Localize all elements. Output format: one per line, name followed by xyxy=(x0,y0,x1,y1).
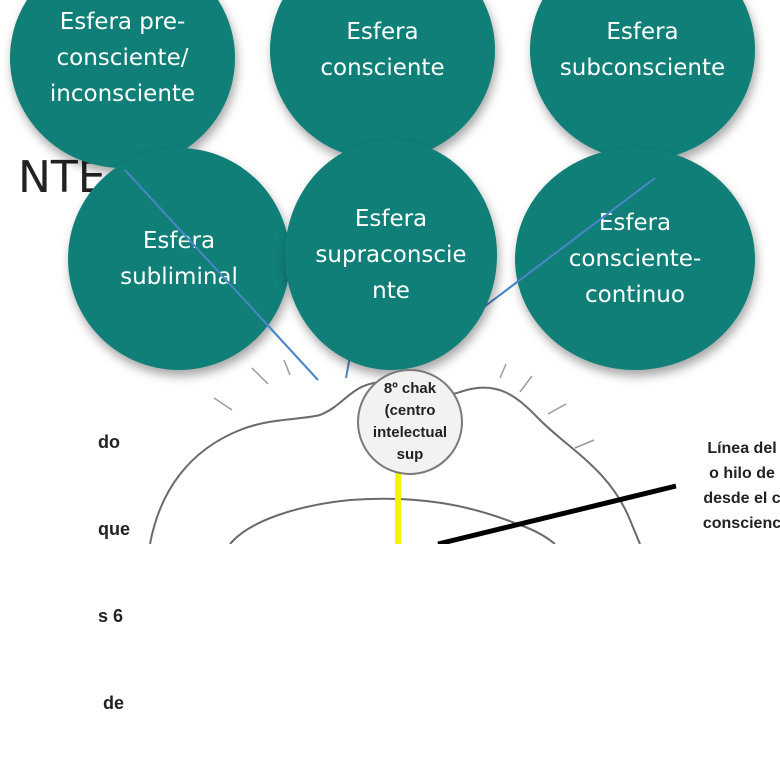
diagram-stage: NTE Esfera pre- consciente/ inconsciente… xyxy=(10,0,780,713)
sphere-line: Esfera xyxy=(606,19,679,45)
chakra-line: (centro xyxy=(384,402,436,419)
sphere-line: nte xyxy=(372,278,410,304)
sphere-line: Esfera pre- xyxy=(59,9,186,35)
sphere-line: Esfera xyxy=(142,228,216,254)
chakra-line: sup xyxy=(396,446,424,463)
right-label-line: Línea del xyxy=(707,440,777,457)
sphere-line: subliminal xyxy=(120,264,238,290)
sphere-line: consciente xyxy=(320,55,445,81)
chakra-node: 8º chak (centro intelectual sup xyxy=(357,369,463,475)
sphere-line: Esfera xyxy=(598,210,672,236)
left-text-line: s 6 xyxy=(98,606,124,626)
right-label-line: o hilo de xyxy=(709,465,775,482)
sphere-line: inconsciente xyxy=(49,81,196,107)
right-label-line: conscienc xyxy=(702,515,780,532)
sphere-subliminal: Esfera subliminal xyxy=(68,148,290,370)
sphere-line: consciente/ xyxy=(56,45,189,71)
right-label-line: desde el c xyxy=(703,490,780,507)
sphere-line: supraconscie xyxy=(315,242,467,268)
left-partial-text: do que s 6 de xyxy=(98,370,138,776)
sphere-line: Esfera xyxy=(354,206,428,232)
right-partial-label: Línea del o hilo de desde el c conscienc xyxy=(672,436,780,536)
left-text-line: que xyxy=(98,519,131,539)
sphere-supraconsciente: Esfera supraconscie nte xyxy=(285,140,497,370)
sphere-line: consciente- xyxy=(568,246,702,272)
sphere-line: Esfera xyxy=(346,19,419,45)
left-text-line: do xyxy=(98,432,120,452)
sphere-line: continuo xyxy=(585,282,685,308)
sphere-preconsciente: Esfera pre- consciente/ inconsciente xyxy=(10,0,235,168)
thick-pointer-line xyxy=(437,483,677,544)
chakra-line: 8º chak xyxy=(383,380,437,397)
left-text-line: de xyxy=(98,693,125,713)
sphere-line: subconsciente xyxy=(559,55,726,81)
chakra-line: intelectual xyxy=(372,424,448,441)
inner-outline xyxy=(229,497,556,544)
sphere-consciente-continuo: Esfera consciente- continuo xyxy=(515,148,755,370)
